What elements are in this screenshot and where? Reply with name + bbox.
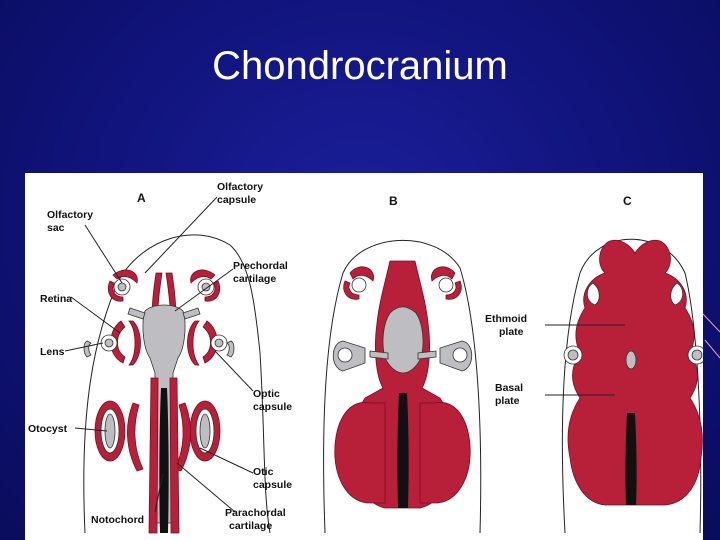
panel-a-eye-left [83, 320, 141, 366]
panel-a-head-outline [83, 234, 271, 534]
edge-arrow-decoration [703, 313, 720, 359]
panel-b-notochord [397, 393, 409, 508]
panel-a-olfactory-region [107, 269, 221, 302]
label-prechordal-1: Prechordal [233, 260, 288, 272]
label-parachordal-1: Parachordal [225, 507, 286, 519]
label-basal-2: plate [495, 395, 520, 407]
label-otic-capsule-2: capsule [253, 479, 292, 491]
panel-b: B [323, 194, 482, 534]
label-ethmoid-1: Ethmoid [485, 313, 527, 325]
label-parachordal-2: cartilage [229, 520, 272, 532]
label-olfactory-sac-1: Olfactory [47, 209, 93, 221]
label-notochord: Notochord [91, 514, 144, 526]
label-olfactory-sac-2: sac [47, 222, 65, 234]
panel-a-otic-right [174, 400, 221, 472]
panel-a-notochord [159, 388, 169, 533]
panel-letter-c: C [623, 194, 632, 208]
panel-letter-b: B [389, 194, 398, 208]
label-basal-1: Basal [495, 382, 523, 394]
panel-b-head-outline [323, 239, 482, 534]
label-optic-capsule-2: capsule [253, 401, 292, 413]
label-optic-capsule-1: Optic [253, 388, 280, 400]
panel-c-notochord [625, 413, 637, 505]
label-olfactory-capsule-1: Olfactory [217, 181, 263, 193]
panel-a: A Olfactory capsule Olfactory sac Precho… [28, 181, 292, 534]
slide-title: Chondrocranium [212, 44, 508, 88]
panel-a-eye-right [187, 320, 235, 366]
panel-letter-a: A [137, 191, 146, 205]
chondrocranium-figure: .cart { fill: #b8203a; stroke: #7a0d22; … [25, 173, 703, 540]
panel-c: C Ethmoid plate Basal plate [485, 194, 703, 534]
label-ethmoid-2: plate [499, 326, 524, 338]
label-otocyst: Otocyst [28, 423, 68, 435]
label-lens: Lens [40, 346, 65, 358]
label-olfactory-capsule-2: capsule [217, 194, 256, 206]
panel-a-parachordal [148, 377, 180, 534]
label-otic-capsule-1: Otic [253, 466, 274, 478]
label-retina: Retina [40, 293, 72, 305]
panel-a-otic-left [94, 400, 144, 472]
label-prechordal-2: cartilage [233, 273, 276, 285]
